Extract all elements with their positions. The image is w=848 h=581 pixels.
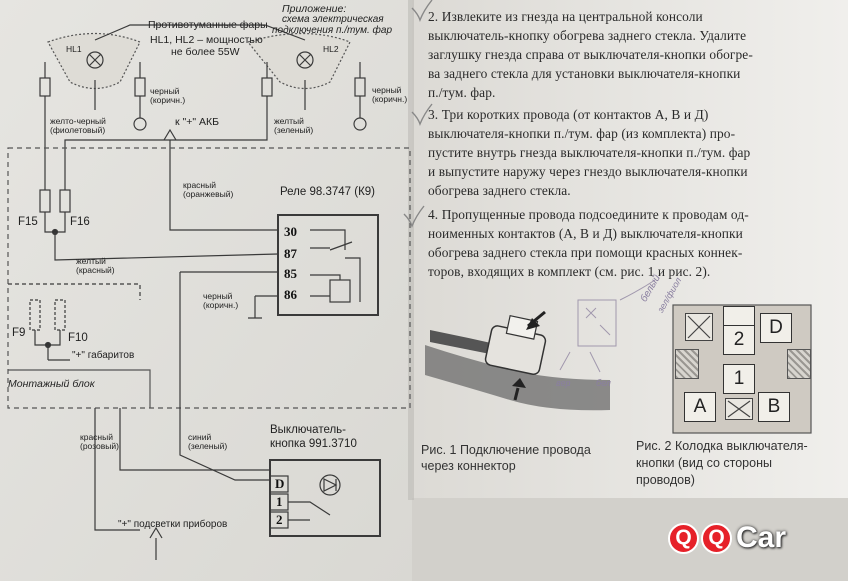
switch-pin-1: 1	[276, 494, 283, 509]
fuse-f15: F15	[18, 216, 38, 228]
cross-mark-icon	[727, 400, 751, 418]
step-2-line-2: выключатель-кнопку обогрева заднего стек…	[428, 28, 747, 43]
hl2-label: HL2	[323, 44, 339, 54]
connector-slot-empty-1	[685, 313, 713, 341]
step-4-line-4: торов, входящих в комплект (см. рис. 1 и…	[428, 264, 711, 279]
wire-brown-3: (коричн.)	[203, 300, 239, 310]
wire-brown-2: (коричн.)	[372, 94, 408, 104]
fog-lights-power-2: не более 55W	[171, 46, 240, 58]
note-ver: вер	[556, 378, 571, 388]
instrument-light-label: "+" подсветки приборов	[118, 519, 228, 530]
fuse-f9: F9	[12, 327, 26, 339]
cross-mark-icon	[687, 315, 711, 339]
appendix-title: Приложение:	[282, 3, 347, 15]
relay-pin-85: 85	[284, 266, 297, 281]
step-2-line-5: п./тум. фар.	[428, 85, 496, 100]
fog-lights-title: Противотуманные фары	[148, 19, 268, 31]
connector-latch-left	[675, 349, 699, 379]
step-2-line-4: ва заднего стекла для установки выключат…	[428, 66, 741, 81]
fig2-caption-1: Рис. 2 Колодка выключателя-	[636, 439, 808, 453]
connector-latch-right	[787, 349, 811, 379]
switch-pin-2: 2	[276, 512, 283, 527]
step-4-line-1: 4. Пропущенные провода подсоедините к пр…	[428, 207, 749, 222]
step-4-line-3: обогрева заднего стекла при помощи красн…	[428, 245, 743, 260]
wire-red-2: (красный)	[76, 265, 115, 275]
wire-pink: (розовый)	[80, 441, 119, 451]
connector-pin-d: D	[760, 313, 792, 343]
fig1-caption-2: через коннектор	[421, 459, 516, 473]
step-3-line-1: 3. Три коротких провода (от контактов А,…	[428, 107, 709, 122]
connector-pin-1: 1	[723, 364, 755, 394]
wire-black-2: черный	[372, 85, 402, 95]
wire-brown-1: (коричн.)	[150, 95, 186, 105]
step-3-line-4: и выпустите наружу через гнездо выключат…	[428, 164, 748, 179]
switch-pin-d: D	[275, 476, 285, 491]
step-4: 4. Пропущенные провода подсоедините к пр…	[428, 205, 749, 281]
connector-pin-a: A	[684, 392, 716, 422]
wire-green-2: (зеленый)	[188, 441, 228, 451]
wire-red-3: красный	[80, 432, 113, 442]
dimensions-plus-label: "+" габаритов	[72, 350, 135, 361]
hl1-label: HL1	[66, 44, 82, 54]
connector-pin-b: B	[758, 392, 790, 422]
watermark-car-text: Car	[736, 521, 787, 554]
qqcar-watermark: Q Q Car	[668, 521, 786, 555]
fuse-f10: F10	[68, 332, 88, 344]
step-2: 2. Извлеките из гнезда на центральной ко…	[428, 7, 753, 102]
wire-orange: (оранжевый)	[183, 189, 234, 199]
connector-illustration	[425, 279, 656, 411]
wire-black-3: черный	[203, 291, 233, 301]
q-badge-1: Q	[668, 522, 699, 554]
relay-pin-86: 86	[284, 287, 297, 302]
relay-pin-87: 87	[284, 246, 297, 261]
connector-pin-2: 2	[723, 325, 755, 355]
switch-title-1: Выключатель-	[270, 424, 346, 436]
wire-violet: (фиолетовый)	[50, 125, 106, 135]
fig2-caption-2: кнопки (вид со стороны	[636, 456, 772, 470]
step-4-line-2: ноименных контактов (А, В и Д) выключате…	[428, 226, 743, 241]
wire-red-1: красный	[183, 180, 216, 190]
left-page	[0, 0, 412, 581]
wire-yellow-2: желтый	[76, 256, 106, 266]
q-badge-2: Q	[701, 522, 732, 554]
step-3-line-3: пустите внутрь гнезда выключателя-кнопки…	[428, 145, 751, 160]
fig1-caption-1: Рис. 1 Подключение провода	[421, 443, 591, 457]
step-3: 3. Три коротких провода (от контактов А,…	[428, 105, 750, 200]
relay-pin-30: 30	[284, 224, 297, 239]
note-bel: бел	[596, 378, 611, 388]
wire-yellow: желтый	[274, 116, 304, 126]
wire-yellow-black: желто-черный	[50, 116, 106, 126]
appendix-subtitle-1: схема электрическая	[282, 14, 384, 25]
wire-blue: синий	[188, 432, 212, 442]
switch-title-2: кнопка 991.3710	[270, 438, 357, 450]
fog-lights-power-1: HL1, HL2 – мощностью	[150, 34, 263, 46]
relay-title: Реле 98.3747 (К9)	[280, 186, 375, 198]
wire-green: (зеленый)	[274, 125, 314, 135]
wire-black-1: черный	[150, 86, 180, 96]
step-3-line-2: выключателя-кнопки п./тум. фар (из компл…	[428, 126, 736, 141]
step-2-line-3: заглушку гнезда справа от выключателя-кн…	[428, 47, 753, 62]
battery-plus-label: к "+" АКБ	[175, 116, 220, 128]
mounting-block-label: Монтажный блок	[8, 378, 95, 390]
connector-slot-empty-2	[725, 398, 753, 420]
step-2-line-1: 2. Извлеките из гнезда на центральной ко…	[428, 9, 703, 24]
fuse-f16: F16	[70, 216, 90, 228]
appendix-subtitle-2: подключения п./тум. фар	[272, 25, 393, 36]
step-3-line-5: обогрева заднего стекла.	[428, 183, 571, 198]
fig2-caption-3: проводов)	[636, 473, 695, 487]
